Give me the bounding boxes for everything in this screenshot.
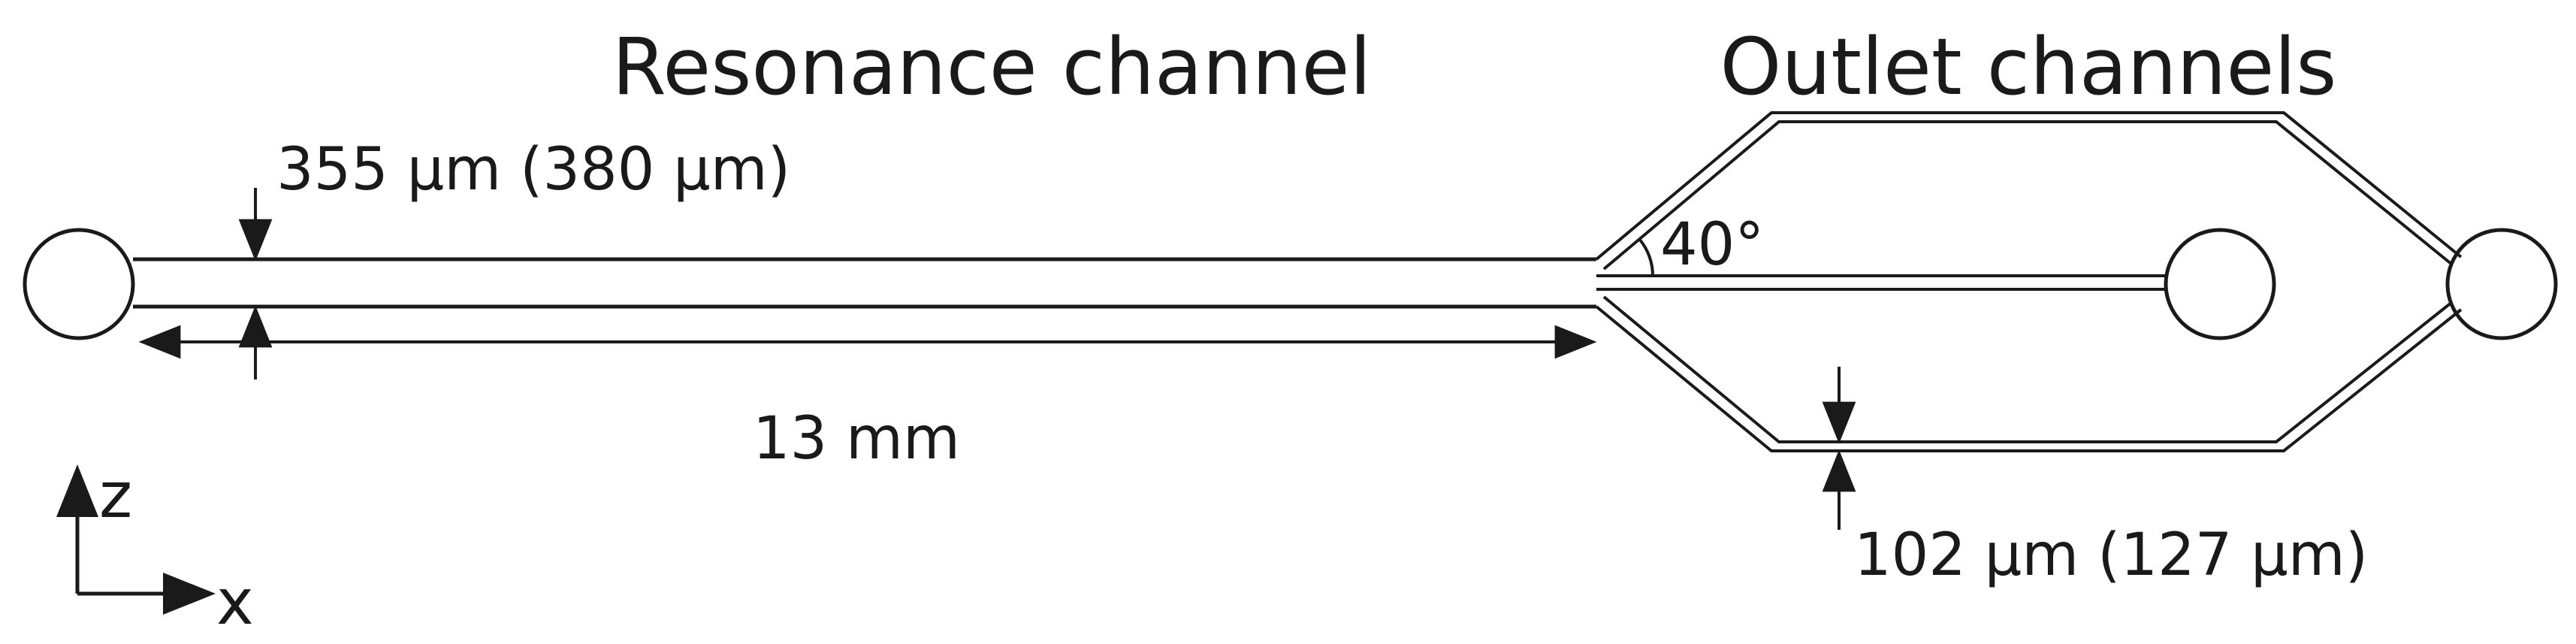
outlet-channel-upper — [1595, 111, 2463, 271]
coordinate-axes — [56, 464, 216, 615]
angle-label: 40° — [1660, 211, 1764, 279]
z-axis-label: z — [99, 458, 132, 532]
outlet-width-label: 102 µm (127 µm) — [1854, 522, 2368, 589]
x-axis-label: x — [216, 565, 254, 639]
angle-arc — [1638, 237, 1655, 277]
side-outlet-port — [2445, 228, 2558, 340]
outlet-channel-lower — [1595, 295, 2463, 452]
center-outlet-port — [2164, 228, 2276, 340]
resonance-channel — [133, 257, 1596, 309]
outlet-channel-center — [1596, 274, 2166, 291]
resonance-width-label: 355 µm (380 µm) — [276, 136, 790, 204]
length-label: 13 mm — [753, 405, 960, 473]
resonance-channel-title: Resonance channel — [612, 21, 1372, 113]
inlet-port — [23, 228, 135, 340]
outlet-channels-title: Outlet channels — [1720, 21, 2337, 113]
